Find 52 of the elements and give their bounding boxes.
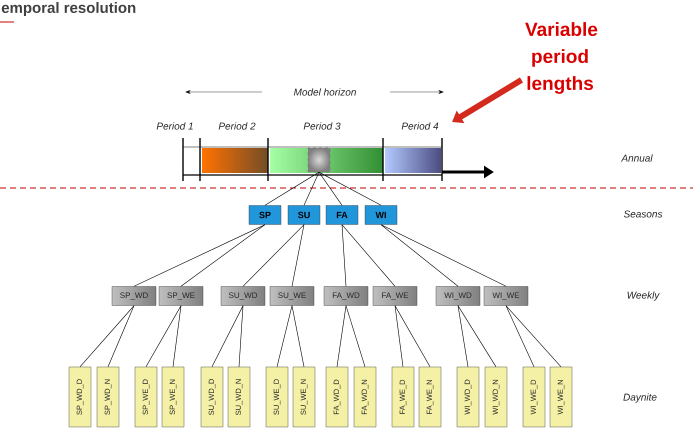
weekly-box: SU_WE xyxy=(270,286,314,306)
connector-line xyxy=(276,305,292,368)
connector-line xyxy=(506,305,534,368)
period-label: Period 1 xyxy=(156,122,193,130)
season-box: WI xyxy=(364,205,398,225)
connector-line xyxy=(394,305,430,368)
level-label: Annual xyxy=(620,154,653,162)
connector-line xyxy=(380,224,458,287)
slide-title: emporal resolution xyxy=(2,2,136,16)
connector-line xyxy=(342,224,346,287)
connector-line xyxy=(134,224,266,287)
connector-line xyxy=(238,305,244,368)
connector-line xyxy=(318,172,342,206)
weekly-box: FA_WD xyxy=(324,286,368,306)
level-label: Weekly xyxy=(628,291,660,301)
connector-line xyxy=(212,305,244,368)
connector-line xyxy=(336,305,346,368)
level-label: Daynite xyxy=(623,393,657,403)
connector-line xyxy=(242,224,304,287)
connector-line xyxy=(380,224,506,287)
connector-line xyxy=(292,224,304,287)
period-label: Period 3 xyxy=(304,122,341,130)
season-box: SU xyxy=(288,205,320,225)
dimension-label: Model horizon xyxy=(294,88,356,96)
connector-line xyxy=(458,305,496,368)
connector-line xyxy=(394,305,404,368)
season-box: FA xyxy=(326,205,358,225)
connector-line xyxy=(108,305,134,368)
connector-line xyxy=(80,305,134,368)
connector-line xyxy=(506,305,562,368)
level-label: Seasons xyxy=(624,210,662,218)
period-block xyxy=(308,148,330,172)
connector-line xyxy=(172,305,182,368)
period-label: Period 2 xyxy=(218,122,256,130)
weekly-box: WI_WE xyxy=(484,286,528,306)
weekly-box: FA_WE xyxy=(372,286,418,306)
weekly-box: SP_WD xyxy=(112,286,156,306)
connector-line xyxy=(346,305,366,368)
weekly-box: WI_WD xyxy=(436,286,480,306)
connector-line xyxy=(180,224,266,287)
connector-line xyxy=(146,305,182,368)
connector-line xyxy=(304,172,320,206)
callout-text: Variable period lengths xyxy=(525,22,598,94)
season-box: SP xyxy=(248,205,282,225)
weekly-box: SP_WE xyxy=(158,286,204,306)
connector-line xyxy=(458,305,468,368)
connector-line xyxy=(264,172,320,206)
period-label: Period 4 xyxy=(402,122,438,130)
connector-line xyxy=(342,224,396,287)
connector-line xyxy=(292,305,304,368)
connector-line xyxy=(318,172,382,206)
weekly-box: SU_WD xyxy=(220,286,266,306)
